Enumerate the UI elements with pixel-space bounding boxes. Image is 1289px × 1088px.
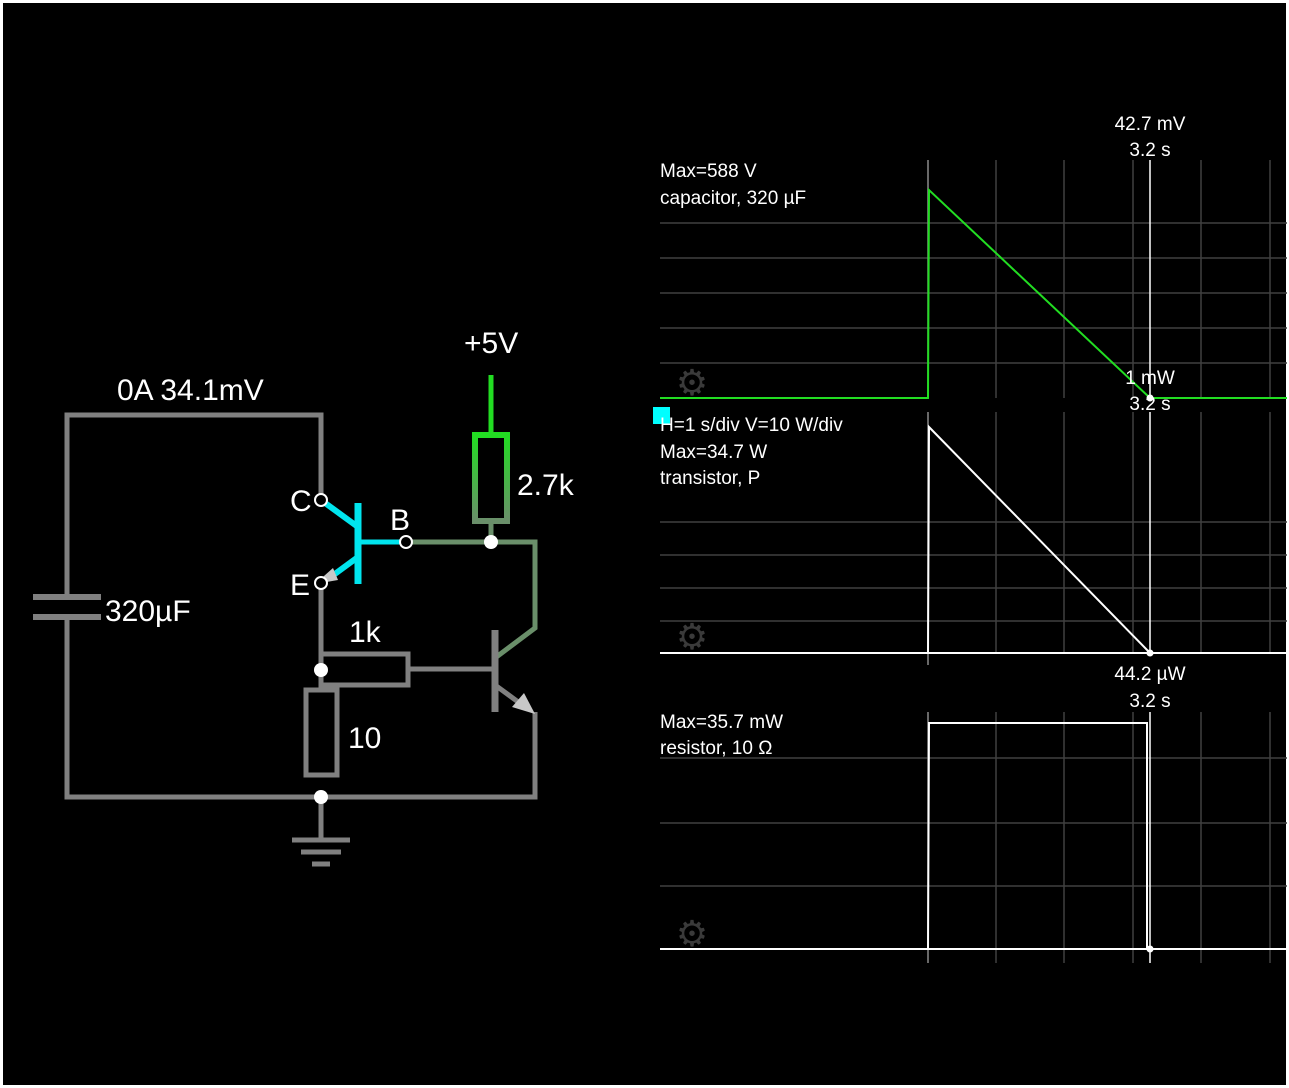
scope-trace [927,722,1148,950]
gear-icon[interactable]: ⚙ [676,363,708,404]
scope-capacitor[interactable]: Max=588 V capacitor, 320 µF 42.7 mV 3.2 … [660,114,1287,404]
r-collector-label: 2.7k [517,469,575,502]
cursor-value: 44.2 µW [1114,664,1185,685]
pin-b-label: B [390,504,410,537]
transistor-2[interactable] [491,630,535,714]
pin-e-label: E [290,569,310,602]
cursor-point [1146,649,1154,657]
ground-symbol[interactable] [292,837,350,867]
scope-transistor[interactable]: H=1 s/div V=10 W/div Max=34.7 W transist… [653,368,1287,665]
r-base-label: 1k [349,616,382,649]
pin-c-label: C [290,485,312,518]
cursor-value: 42.7 mV [1115,114,1186,135]
transistor-highlighted[interactable] [315,497,406,584]
capacitor-label: 320µF [105,595,191,628]
scope-name: resistor, 10 Ω [660,738,772,759]
scope-name: transistor, P [660,468,760,489]
cursor-point [1146,394,1154,402]
r-emitter-label: 10 [348,722,381,755]
cursor-time: 3.2 s [1129,140,1170,161]
resistor-2-7k[interactable] [472,432,510,524]
scope-max: Max=35.7 mW [660,712,783,733]
transistor-pins [314,493,413,590]
scope-grid [660,160,1287,398]
gear-icon[interactable]: ⚙ [676,914,708,955]
circuit-canvas[interactable] [3,3,1286,1085]
scope-max: Max=34.7 W [660,442,767,463]
cursor-time: 3.2 s [1129,394,1170,415]
cursor-value: 1 mW [1125,368,1175,389]
scope-max: Max=588 V [660,161,757,182]
cursor-point [1146,945,1154,953]
scope-name: capacitor, 320 µF [660,188,806,209]
cursor-time: 3.2 s [1129,691,1170,712]
circuit-nodes [314,535,498,804]
circuit-schematic[interactable]: +5V 0A 34.1mV 320µF 2.7k 1k 10 C B E [33,327,575,867]
scope-grid [660,412,1287,652]
scope-trace [660,187,1287,399]
wire-loop[interactable] [64,412,538,800]
scope-scale: H=1 s/div V=10 W/div [660,415,843,436]
capacitor-320uf[interactable] [33,594,101,620]
gear-icon[interactable]: ⚙ [676,617,708,658]
supply-label: +5V [464,327,518,360]
resistor-10[interactable] [303,687,340,778]
scope-selected-marker[interactable] [653,407,670,424]
scope-trace [927,424,1151,654]
wire-base[interactable] [406,539,538,660]
resistor-1k[interactable] [318,651,411,688]
scope-resistor[interactable]: Max=35.7 mW resistor, 10 Ω 44.2 µW 3.2 s… [660,664,1287,963]
meter-label: 0A 34.1mV [117,374,264,407]
scope-grid [660,712,1287,963]
